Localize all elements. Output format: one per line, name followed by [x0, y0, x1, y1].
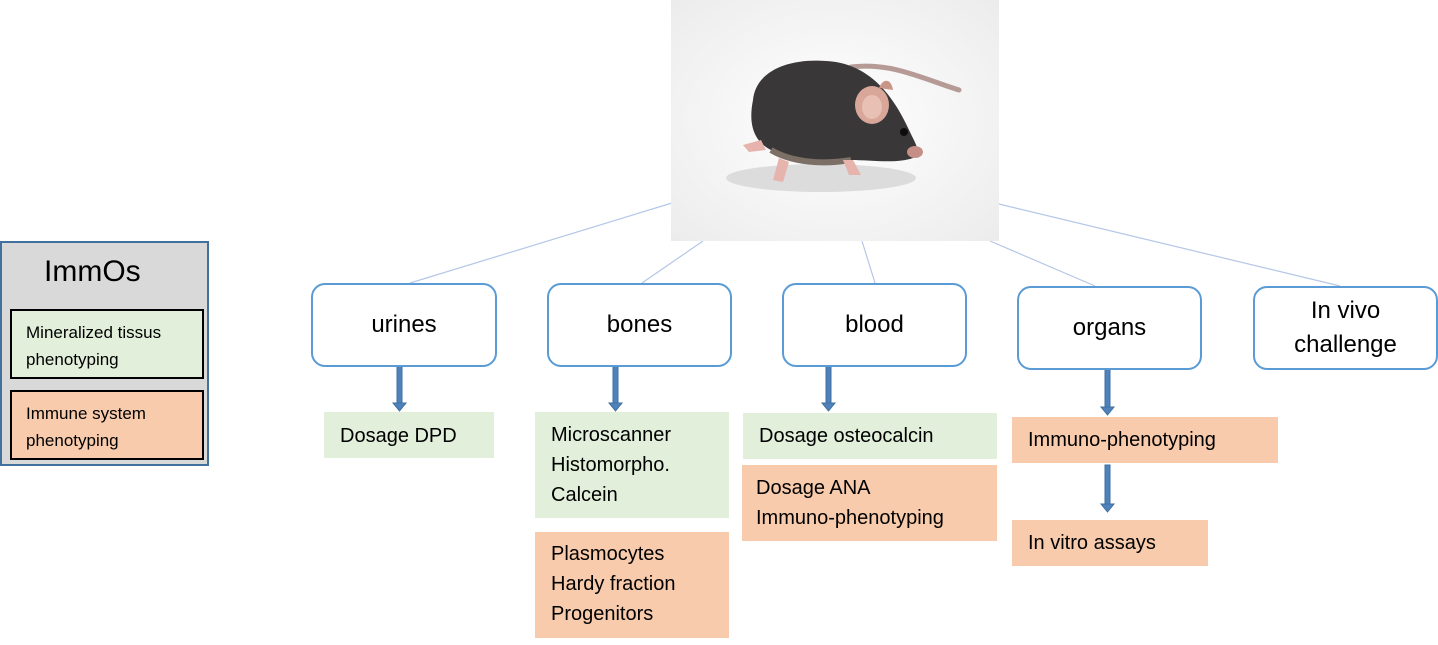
connector-urines — [409, 202, 673, 284]
arrow-bones — [607, 365, 624, 412]
arrow-organs-2 — [1099, 464, 1116, 513]
box-line: Dosage osteocalcin — [759, 425, 934, 447]
arrow-urines — [391, 365, 408, 412]
arrow-organs — [1099, 367, 1116, 416]
box-line: Dosage DPD — [340, 425, 457, 447]
node-blood: blood — [782, 283, 967, 367]
node-label: bones — [606, 311, 673, 338]
box-organs-immunophenotyping: Immuno-phenotyping — [1012, 417, 1278, 463]
box-bones-mineralized: Microscanner Histomorpho. Calcein — [535, 412, 729, 518]
box-line: Dosage ANA — [756, 477, 871, 499]
box-line: Immuno-phenotyping — [1028, 429, 1216, 451]
legend-item-immune: Immune system phenotyping — [10, 390, 204, 460]
legend-label: Immune system phenotyping — [26, 404, 146, 450]
connector-bones — [641, 240, 704, 284]
node-label: organs — [1072, 314, 1147, 341]
box-line: Plasmocytes — [551, 543, 665, 565]
arrow-blood — [820, 365, 837, 412]
legend-label: Mineralized tissus phenotyping — [26, 323, 162, 369]
mouse-icon — [671, 0, 999, 241]
box-line: Immuno-phenotyping — [756, 507, 944, 529]
connector-invivo — [998, 203, 1341, 287]
box-blood-mineralized: Dosage osteocalcin — [743, 413, 997, 459]
legend-panel: ImmOs Mineralized tissus phenotyping Imm… — [0, 241, 209, 466]
box-blood-immune: Dosage ANA Immuno-phenotyping — [742, 465, 997, 541]
box-line: Progenitors — [551, 603, 654, 625]
connector-blood — [861, 240, 876, 284]
node-organs: organs — [1017, 286, 1202, 370]
legend-item-mineralized: Mineralized tissus phenotyping — [10, 309, 204, 379]
node-label: blood — [845, 311, 904, 338]
box-line: Microscanner — [551, 424, 672, 446]
node-in-vivo-challenge: In vivo challenge — [1253, 286, 1438, 370]
box-line: Hardy fraction — [551, 573, 676, 595]
box-organs-in-vitro: In vitro assays — [1012, 520, 1208, 566]
node-label: In vivo challenge — [1294, 297, 1397, 358]
box-line: Histomorpho. — [551, 454, 670, 476]
mouse-image — [671, 0, 999, 241]
box-bones-immune: Plasmocytes Hardy fraction Progenitors — [535, 532, 729, 638]
box-urines-mineralized: Dosage DPD — [324, 412, 494, 458]
node-label: urines — [371, 311, 437, 338]
connector-organs — [989, 240, 1096, 287]
node-urines: urines — [311, 283, 497, 367]
box-line: In vitro assays — [1028, 532, 1156, 554]
box-line: Calcein — [551, 484, 618, 506]
node-bones: bones — [547, 283, 732, 367]
legend-title: ImmOs — [44, 255, 141, 288]
